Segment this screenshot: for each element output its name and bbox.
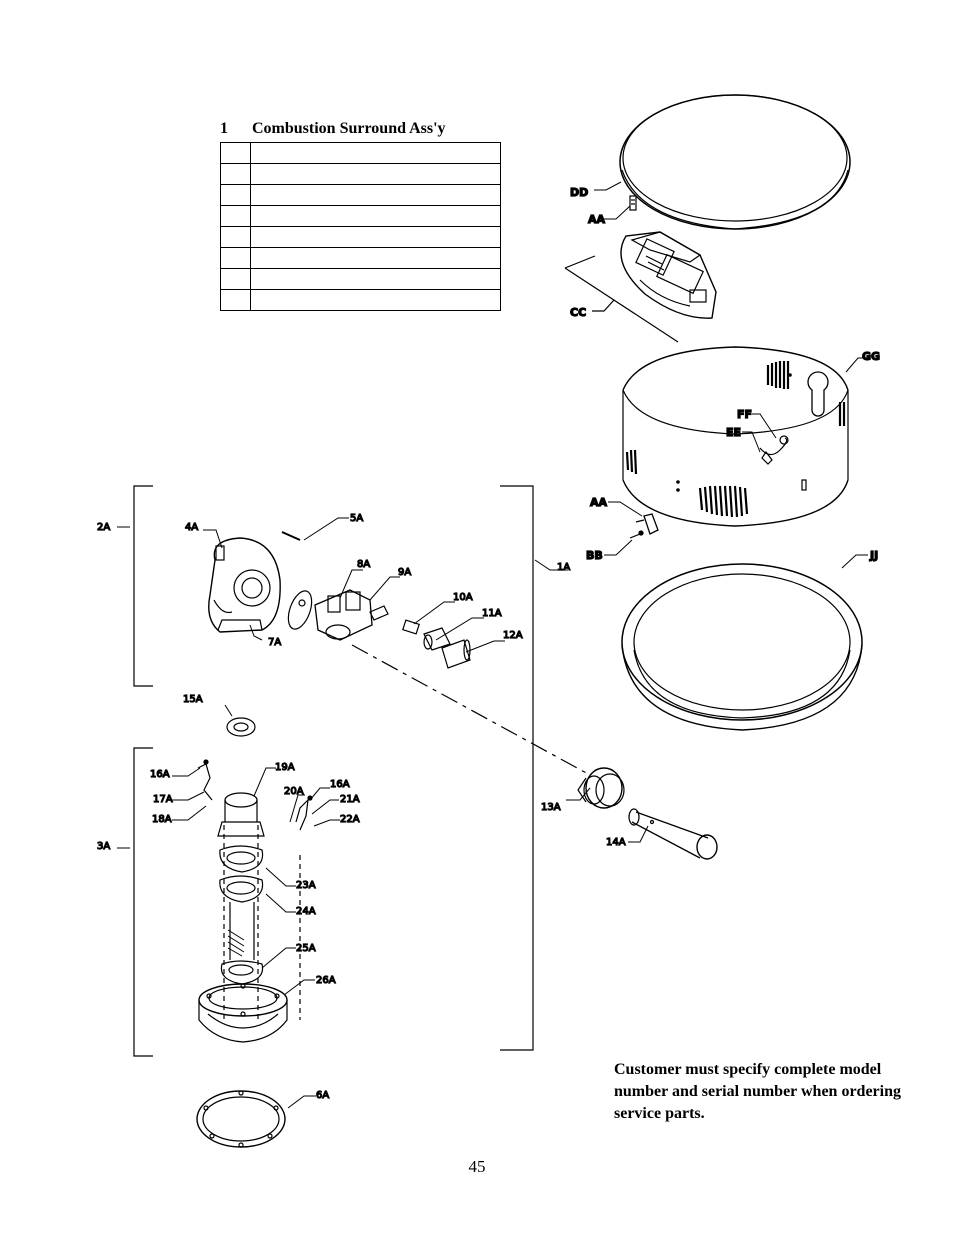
table-row [220, 205, 501, 227]
clip-aa-top [629, 195, 637, 211]
gasket-6a [196, 1090, 286, 1148]
section-name: Combustion Surround Ass'y [252, 120, 446, 137]
table-row [220, 184, 501, 206]
control-module [620, 231, 717, 319]
table-cell [250, 163, 501, 185]
table-row [220, 142, 501, 164]
callout-bb: BB [586, 549, 603, 562]
callout-10a: 10A [453, 592, 473, 603]
table-row [220, 289, 501, 311]
callout-19a: 19A [275, 762, 295, 773]
electrode-left [197, 759, 213, 801]
burner-stack [217, 792, 301, 1020]
center-line [351, 644, 591, 776]
table-cell [250, 226, 501, 248]
callout-14a: 14A [606, 837, 626, 848]
callout-23a: 23A [296, 880, 316, 891]
leader-lines [117, 181, 870, 1109]
callout-6a: 6A [316, 1090, 329, 1101]
callout-12a: 12A [503, 630, 523, 641]
table-cell [220, 184, 251, 206]
callout-15a: 15A [183, 694, 203, 705]
top-lid [619, 94, 851, 230]
group-bracket-1a [500, 485, 534, 1051]
callout-1a: 1A [557, 562, 570, 573]
parts-table [220, 142, 501, 311]
callout-ff: FF [737, 408, 752, 421]
callout-9a: 9A [398, 567, 411, 578]
callout-cc: CC [570, 306, 586, 319]
table-cell [220, 247, 251, 269]
table-cell [220, 226, 251, 248]
callout-ee: EE [726, 426, 741, 439]
ordering-notice: Customer must specify complete model num… [614, 1061, 901, 1122]
gasket-8a [287, 590, 313, 630]
callout-8a: 8A [357, 559, 370, 570]
adapter-13a [577, 767, 625, 809]
table-cell [250, 184, 501, 206]
gasket-15a [226, 717, 256, 737]
table-cell [250, 247, 501, 269]
table-cell [220, 289, 251, 311]
table-row [220, 163, 501, 185]
callout-2a: 2A [97, 522, 110, 533]
callout-aa-top: AA [588, 213, 606, 226]
pipe-12a [441, 639, 471, 669]
callout-13a: 13A [541, 802, 561, 813]
callout-4a: 4A [185, 522, 198, 533]
leader-cc [592, 299, 615, 312]
fitting-10a [402, 619, 420, 635]
vent-pipe-14a [628, 808, 718, 860]
callout-dd: DD [570, 186, 588, 199]
electrode-right [295, 795, 313, 831]
section-title: 1 Combustion Surround Ass'y [220, 120, 446, 138]
group-bracket-2a [133, 485, 153, 687]
burner-base [198, 983, 288, 1043]
table-cell [250, 289, 501, 311]
table-cell [220, 268, 251, 290]
callout-16a-right: 16A [330, 779, 350, 790]
callout-7a: 7A [268, 637, 281, 648]
wire-5a [281, 531, 301, 541]
callout-jj: JJ [869, 549, 878, 562]
callout-16a-left: 16A [150, 769, 170, 780]
table-row [220, 226, 501, 248]
callout-26a: 26A [316, 975, 336, 986]
table-cell [220, 205, 251, 227]
table-row [220, 268, 501, 290]
table-cell [250, 205, 501, 227]
callout-20a: 20A [284, 786, 304, 797]
group-bracket-3a [133, 747, 153, 1057]
table-cell [220, 142, 251, 164]
callout-22a: 22A [340, 814, 360, 825]
table-cell [220, 163, 251, 185]
page-number: 45 [468, 1157, 486, 1176]
blower-assembly [208, 537, 281, 633]
callout-24a: 24A [296, 906, 316, 917]
section-number: 1 [220, 120, 228, 137]
callout-25a: 25A [296, 943, 316, 954]
bottom-ring [621, 563, 863, 731]
table-cell [250, 142, 501, 164]
callout-3a: 3A [97, 841, 110, 852]
surround-band [622, 346, 849, 527]
callout-18a: 18A [152, 814, 172, 825]
callout-aa-mid: AA [590, 496, 608, 509]
callout-21a: 21A [340, 794, 360, 805]
callout-17a: 17A [153, 794, 173, 805]
callout-5a: 5A [350, 513, 363, 524]
callout-gg: GG [862, 350, 880, 363]
gas-valve [314, 589, 389, 641]
callout-11a: 11A [482, 608, 502, 619]
fitting-11a [423, 627, 451, 651]
bracket-aa-mid [629, 513, 659, 539]
table-cell [250, 268, 501, 290]
table-row [220, 247, 501, 269]
